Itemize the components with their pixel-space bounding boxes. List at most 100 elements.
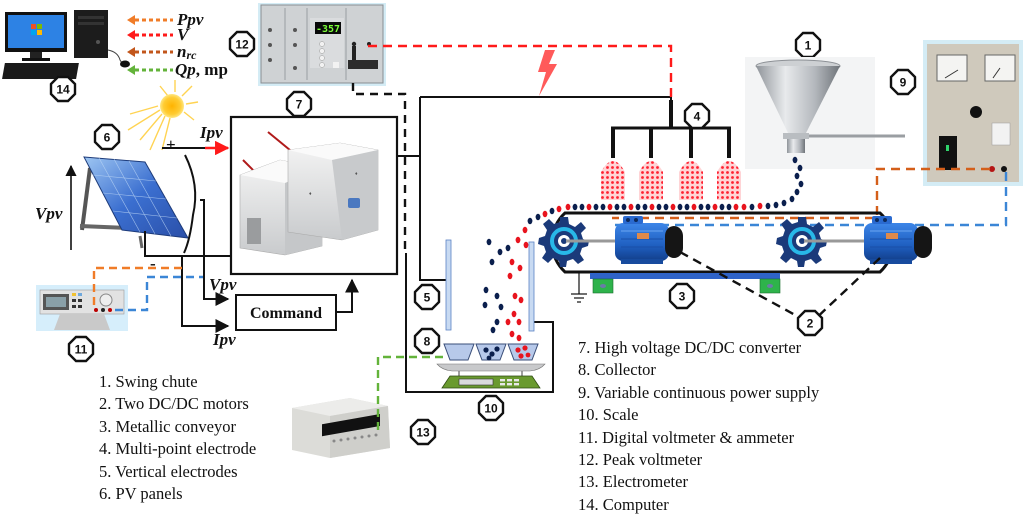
particle-blue xyxy=(792,156,798,164)
svg-text:13: 13 xyxy=(416,426,430,440)
mouse xyxy=(120,60,130,68)
ipv-command-label: Ipv xyxy=(212,330,236,349)
minus-sign: - xyxy=(150,254,156,273)
svg-text:12: 12 xyxy=(235,38,249,52)
svg-text:4: 4 xyxy=(694,110,701,124)
badge-12: 12 xyxy=(228,30,256,58)
legend-item: 5. Vertical electrodes xyxy=(99,461,238,481)
particle-blue xyxy=(797,164,803,172)
particle-red xyxy=(556,205,562,213)
vpv-panel-label: Vpv xyxy=(35,204,63,223)
hv-to-peak-voltmeter-link xyxy=(368,44,673,97)
particle-red xyxy=(741,203,747,211)
legend-right: 7. High voltage DC/DC converter 8. Colle… xyxy=(578,337,819,516)
badge-13: 13 xyxy=(409,418,437,446)
pv-wiring xyxy=(144,140,359,333)
particle-red xyxy=(607,203,613,211)
particle-blue xyxy=(614,203,620,211)
particle-blue xyxy=(698,203,704,211)
particle-blue xyxy=(600,203,606,211)
particle-red xyxy=(712,203,718,211)
svg-text:8: 8 xyxy=(424,335,431,349)
collector-to-electrometer-link xyxy=(376,355,443,434)
sun-icon xyxy=(127,80,199,151)
ground-icon xyxy=(571,273,587,303)
swing-chute xyxy=(745,57,905,169)
windows-logo-icon xyxy=(31,24,42,35)
particle-blue xyxy=(765,202,771,210)
peak-voltmeter: -357 xyxy=(258,3,386,86)
svg-text:9: 9 xyxy=(900,76,907,90)
vertical-electrode-left xyxy=(445,239,452,331)
signal-qp-mp-label: Qp, mp xyxy=(175,60,228,79)
particle-red xyxy=(517,264,523,272)
legend-item: 8. Collector xyxy=(578,360,656,380)
corona-discharge xyxy=(639,161,663,200)
computer xyxy=(2,10,130,79)
signal-v-label: V xyxy=(177,25,190,44)
power-supply-links xyxy=(612,167,1008,227)
particle-blue xyxy=(789,195,795,203)
particle-blue xyxy=(794,172,800,180)
collector xyxy=(443,343,539,361)
particles xyxy=(482,156,804,342)
particle-red xyxy=(733,203,739,211)
particle-red xyxy=(523,241,529,249)
particle-blue xyxy=(593,203,599,211)
signal-legend: Ppv V nrc Qp, mp xyxy=(127,10,228,79)
legend-item: 14. Computer xyxy=(578,494,669,514)
motor-left xyxy=(614,215,684,265)
svg-text:7: 7 xyxy=(296,98,303,112)
legend-item: 12. Peak voltmeter xyxy=(578,450,703,470)
legend-item: 7. High voltage DC/DC converter xyxy=(578,338,802,357)
badge-9: 9 xyxy=(889,68,917,96)
legend-item: 13. Electrometer xyxy=(578,472,688,492)
digital-multimeter xyxy=(36,285,128,331)
particle-blue xyxy=(726,203,732,211)
particle-blue xyxy=(781,199,787,207)
badge-1: 1 xyxy=(794,31,822,59)
svg-text:3: 3 xyxy=(679,290,686,304)
badge-6: 6 xyxy=(93,123,121,151)
peak-voltmeter-link xyxy=(351,83,407,255)
signal-ppv-label: Ppv xyxy=(176,10,204,29)
particle-red xyxy=(509,330,515,338)
legend-item: 4. Multi-point electrode xyxy=(99,439,257,459)
particle-blue xyxy=(489,258,495,266)
particle-blue xyxy=(621,203,627,211)
particle-blue xyxy=(535,213,541,221)
legend-item: 9. Variable continuous power supply xyxy=(578,382,820,402)
motor-right xyxy=(863,215,933,265)
particle-blue xyxy=(497,248,503,256)
particle-blue xyxy=(505,244,511,252)
particle-blue xyxy=(656,203,662,211)
particle-red xyxy=(511,310,517,318)
particle-red xyxy=(757,202,763,210)
legend-left: 1. Swing chute 2. Two DC/DC motors 3. Me… xyxy=(99,371,256,505)
electrometer xyxy=(292,398,390,458)
particle-red xyxy=(516,318,522,326)
particle-blue xyxy=(486,238,492,246)
particle-red xyxy=(565,203,571,211)
svg-text:2: 2 xyxy=(807,317,814,331)
multi-point-electrode xyxy=(601,100,741,200)
particle-blue xyxy=(635,203,641,211)
motor-links xyxy=(679,250,881,324)
badge-11: 11 xyxy=(67,335,95,363)
particle-red xyxy=(505,318,511,326)
vpv-command-label: Vpv xyxy=(209,275,237,294)
particle-blue xyxy=(642,203,648,211)
signal-nrc-label: nrc xyxy=(177,42,197,62)
particle-blue xyxy=(498,303,504,311)
particle-blue xyxy=(705,203,711,211)
particle-blue xyxy=(684,203,690,211)
particle-blue xyxy=(490,326,496,334)
variable-power-supply xyxy=(923,40,1023,186)
ipv-top-label: Ipv xyxy=(199,123,223,142)
particle-blue xyxy=(798,180,804,188)
particle-blue xyxy=(677,203,683,211)
particle-blue xyxy=(494,318,500,326)
badge-14: 14 xyxy=(49,75,77,103)
legend-item: 11. Digital voltmeter & ammeter xyxy=(578,427,795,447)
particle-red xyxy=(670,203,676,211)
